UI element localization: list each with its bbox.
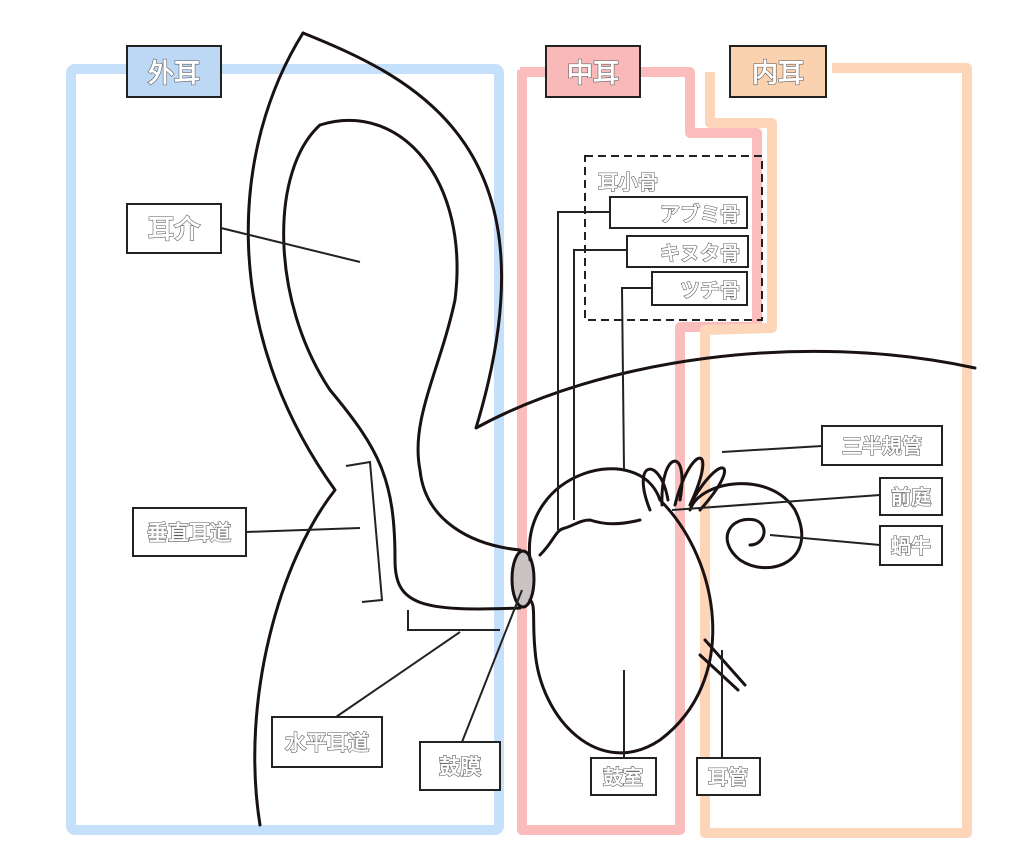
cochlea-shape	[688, 482, 804, 570]
semicircular-canals-shape	[641, 456, 727, 512]
label-tympanic-cavity: 鼓室	[590, 757, 657, 796]
label-stapes: アブミ骨	[609, 196, 748, 229]
pinna-inner-top	[318, 118, 522, 552]
eustachian-tube-shape	[698, 638, 747, 692]
svg-text:キヌタ骨: キヌタ骨	[660, 241, 740, 265]
svg-text:耳管: 耳管	[708, 765, 748, 789]
inner-ear-region	[700, 63, 972, 838]
inner-ear-title: 内耳	[729, 45, 827, 98]
pinna-outer-top	[301, 31, 977, 430]
label-incus: キヌタ骨	[626, 235, 749, 268]
label-eustachian-tube: 耳管	[696, 757, 761, 796]
label-eardrum: 鼓膜	[419, 741, 501, 791]
svg-text:三半規管: 三半規管	[842, 434, 922, 458]
ear-outline	[246, 31, 977, 827]
label-vertical-canal: 垂直耳道	[132, 507, 247, 557]
label-pinna: 耳介	[126, 203, 222, 254]
pinna-inner-bottom	[282, 123, 522, 611]
middle-ear-title: 中耳	[545, 45, 641, 98]
tympanic-cavity-shape	[528, 467, 715, 755]
svg-text:垂直耳道: 垂直耳道	[147, 521, 231, 545]
ossicles-group-box	[584, 155, 763, 321]
eardrum-shape	[510, 549, 536, 609]
svg-text:前庭: 前庭	[891, 485, 931, 509]
svg-text:水平耳道: 水平耳道	[285, 731, 369, 755]
leader-lines	[220, 211, 881, 758]
svg-text:アブミ骨: アブミ骨	[660, 202, 740, 226]
outer-ear-region	[66, 64, 504, 835]
label-horizontal-canal: 水平耳道	[271, 716, 383, 768]
label-semicircular-canals: 三半規管	[821, 425, 943, 466]
label-cochlea: 蝸牛	[879, 525, 943, 566]
svg-text:鼓膜: 鼓膜	[439, 755, 481, 779]
pinna-outer-back	[246, 31, 337, 827]
middle-ear-label: 中耳	[567, 59, 619, 89]
outer-ear-label: 外耳	[148, 59, 200, 89]
ossicle-chain	[538, 518, 642, 557]
svg-text:ツチ骨: ツチ骨	[680, 278, 740, 302]
ossicles-label: 耳小骨	[598, 170, 658, 194]
svg-text:鼓室: 鼓室	[603, 765, 643, 789]
inner-ear-label: 内耳	[752, 59, 804, 89]
label-vestibule: 前庭	[879, 477, 943, 516]
svg-text:耳介: 耳介	[148, 215, 201, 245]
outer-ear-title: 外耳	[126, 45, 222, 98]
svg-text:蝸牛: 蝸牛	[891, 534, 931, 558]
label-malleus: ツチ骨	[651, 271, 748, 306]
